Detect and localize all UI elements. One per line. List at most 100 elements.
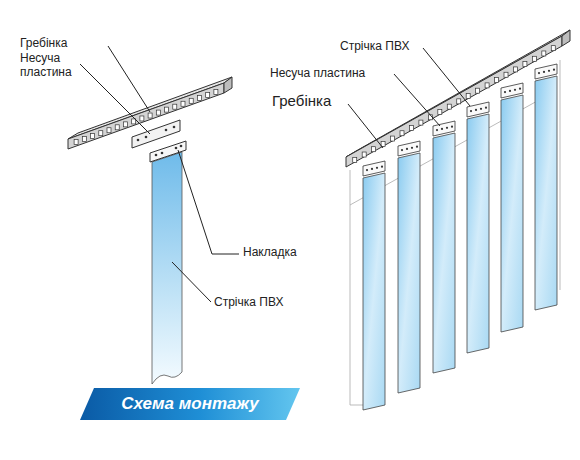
plate-hole [175,147,178,150]
comb-tooth [532,56,536,61]
plate-hole [548,70,550,72]
comb-tooth [123,122,127,127]
plate-hole [137,139,140,142]
plate-hole [553,69,555,71]
comb-tooth [447,104,451,109]
part-label: Гребінка [272,92,382,109]
comb-tooth [438,109,442,114]
comb-tooth [523,62,527,67]
part-label: Несуча пластина [20,52,82,80]
pvc-strip [433,133,455,373]
label-text: Гребінка [20,36,67,50]
plate-hole [180,145,183,148]
label-text: Стрічка ПВХ [214,295,283,309]
plate-hole [451,126,453,128]
comb-tooth [197,95,201,100]
plate-hole [381,166,383,168]
plate-hole [376,167,378,169]
pvc-strip [398,153,420,393]
label-text: Гребінка [272,92,331,109]
comb-tooth [214,89,218,94]
comb-tooth [372,147,376,152]
comb-tooth [362,152,366,157]
comb-tooth [457,99,461,104]
plate-hole [543,71,545,73]
plate-hole [366,169,368,171]
plate-hole [485,107,487,109]
plate-hole [406,148,408,150]
plate-hole [401,149,403,151]
part-label: Стрічка ПВХ [340,40,450,54]
comb-tooth [419,120,423,125]
carrier-plate [132,120,180,148]
carrier-plate [363,161,385,176]
comb-tooth [115,125,119,130]
carrier-plate [398,141,420,156]
plate-hole [514,89,516,91]
plate-hole [165,129,168,132]
comb-rail-front [68,83,224,149]
pvc-strip [535,76,557,310]
comb-tooth [400,131,404,136]
part-label: Накладка [243,246,343,260]
comb-tooth [165,107,169,112]
carrier-plate [535,64,557,79]
plate-hole [155,154,158,157]
plate-hole [480,108,482,110]
comb-tooth [91,134,95,139]
carrier-plate [501,83,523,98]
carrier-plate [433,121,455,136]
label-text: Несуча пластина [270,66,365,80]
comb-tooth [513,67,517,72]
comb-tooth [504,72,508,77]
plate-hole [161,152,164,155]
banner-text: Схема монтажу [121,394,259,414]
comb-tooth [82,137,86,142]
comb-tooth [485,83,489,88]
comb-tooth [551,46,555,51]
plate-hole [371,168,373,170]
label-text: Стрічка ПВХ [340,39,409,53]
label-text: Накладка [243,245,297,259]
plate-hole [538,72,540,74]
plate-hole [441,128,443,130]
plate-hole [145,136,148,139]
part-label: Стрічка ПВХ [214,296,324,310]
label-text: Несуча пластина [20,51,72,79]
comb-tooth [206,92,210,97]
banner-fill [80,388,300,420]
plate-hole [470,110,472,112]
comb-tooth [107,128,111,133]
comb-tooth [476,88,480,93]
comb-tooth [156,110,160,115]
plate-hole [446,127,448,129]
plate-hole [504,91,506,93]
plate-hole [509,90,511,92]
plate-hole [173,126,176,129]
comb-tooth [409,125,413,130]
comb-rail-front [346,36,562,167]
comb-tooth [542,51,546,56]
carrier-plate [467,102,489,117]
pvc-strip [501,95,523,332]
comb-tooth [140,116,144,121]
plate-hole [436,129,438,131]
comb-tooth [99,131,103,136]
comb-tooth [353,157,357,162]
comb-tooth [148,113,152,118]
part-label: Несуча пластина [270,67,410,81]
pvc-strip [363,173,385,410]
part-label: Гребінка [20,37,120,51]
plate-hole [475,109,477,111]
leader-lines [80,46,470,302]
plate-hole [416,146,418,148]
comb-rail-end [224,77,232,93]
comb-tooth [181,101,185,106]
comb-tooth [74,140,78,145]
pvc-strip [467,114,489,353]
plate-hole [519,88,521,90]
comb-tooth [391,136,395,141]
comb-tooth [173,104,177,109]
comb-rail-end [562,30,570,46]
comb-tooth [495,78,499,83]
